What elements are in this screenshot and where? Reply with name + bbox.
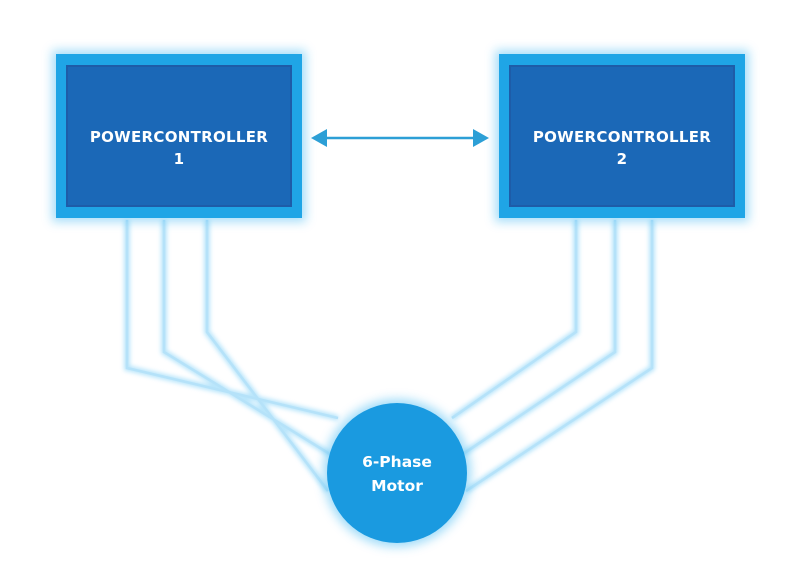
right-phase-wires <box>450 220 655 494</box>
arrow-head-left-icon <box>311 129 327 147</box>
arrow-head-right-icon <box>473 129 489 147</box>
right-wire-2 <box>459 220 617 458</box>
motor-label-line-1: 6-Phase <box>362 453 432 471</box>
power-controller-2: POWERCONTROLLER 2 <box>495 50 749 222</box>
left-wire-1 <box>125 220 339 420</box>
controller-1-number: 1 <box>174 150 185 168</box>
power-controller-1: POWERCONTROLLER 1 <box>52 50 306 222</box>
left-wire-2 <box>162 220 334 458</box>
motor-label-line-2: Motor <box>371 477 423 495</box>
controller-2-title: POWERCONTROLLER <box>533 128 711 146</box>
controller-2-number: 2 <box>617 150 628 168</box>
controller-1-title: POWERCONTROLLER <box>90 128 268 146</box>
left-wire-3 <box>205 220 330 492</box>
bidirectional-arrow <box>311 129 489 147</box>
left-phase-wires <box>124 220 339 493</box>
right-wire-3 <box>465 220 654 493</box>
right-wire-1 <box>451 220 578 420</box>
six-phase-motor: 6-Phase Motor <box>323 399 471 547</box>
